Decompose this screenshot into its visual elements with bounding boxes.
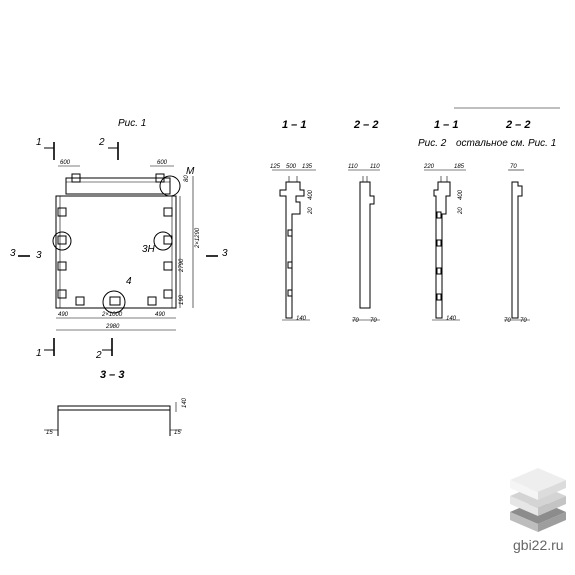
dim-600-left: 600: [60, 160, 71, 166]
section-2-2-fig2-drawing: 70 70 70: [504, 164, 530, 324]
section-1-1-title: 1 – 1: [282, 119, 306, 131]
s11-dim-400: 400: [308, 189, 314, 200]
s22-dim-110-left: 110: [348, 164, 358, 170]
section-mark-1-bottom: 1: [36, 348, 42, 359]
s11b-dim-20: 20: [458, 207, 464, 215]
dim-80: 80: [184, 175, 190, 182]
fig2-title: Рис. 2: [418, 138, 447, 149]
dim-2x1000: 2×1000: [101, 312, 123, 318]
section-1-1-drawing: 125 500 135 400 20 140: [270, 164, 316, 322]
callout-3h: 3H: [142, 244, 156, 255]
fig1-title: Рис. 1: [118, 118, 146, 129]
dim-140-33: 140: [182, 397, 188, 408]
dim-190: 190: [179, 294, 185, 305]
s22-dim-70-right: 70: [370, 318, 377, 324]
s11b-dim-220: 220: [423, 164, 435, 170]
callout-m: M: [186, 166, 195, 177]
section-1-1-fig2-title: 1 – 1: [434, 119, 458, 131]
section-3-3: 3 – 3 140 15 15: [44, 369, 188, 436]
s22b-dim-70-top: 70: [510, 164, 517, 170]
s22b-dim-70-right: 70: [520, 318, 527, 324]
dim-2790: 2790: [179, 258, 185, 273]
fig2-note: остальное см. Рис. 1: [456, 138, 556, 149]
callout-3: 3: [36, 250, 42, 261]
s11-dim-500: 500: [286, 164, 297, 170]
s11-dim-20: 20: [308, 207, 314, 215]
dim-490-left: 490: [58, 312, 69, 318]
section-mark-2-top: 2: [98, 137, 105, 148]
section-mark-2-bottom: 2: [95, 350, 102, 361]
s11-dim-140: 140: [296, 316, 307, 322]
s11b-dim-185: 185: [454, 164, 465, 170]
section-1-1-fig2-drawing: 220 185 400 20 140: [423, 164, 466, 322]
s22b-dim-70-left: 70: [504, 318, 511, 324]
gbi22-logo-icon: [510, 468, 566, 532]
s11b-dim-400: 400: [458, 189, 464, 200]
dim-600-right: 600: [157, 160, 168, 166]
dim-15-right: 15: [174, 430, 181, 436]
callout-4: 4: [126, 276, 132, 287]
section-2-2-title: 2 – 2: [353, 119, 378, 131]
s22-dim-70-left: 70: [352, 318, 359, 324]
section-2-2-fig2-title: 2 – 2: [505, 119, 530, 131]
section-mark-1-top: 1: [36, 137, 42, 148]
section-mark-3-left: 3: [10, 248, 16, 259]
dim-490-right: 490: [155, 312, 166, 318]
s11-dim-135: 135: [302, 164, 313, 170]
section-3-3-title: 3 – 3: [100, 369, 124, 381]
s11b-dim-140: 140: [446, 316, 457, 322]
dim-2980: 2980: [105, 324, 120, 330]
dim-15-left: 15: [46, 430, 53, 436]
section-mark-3-right: 3: [222, 248, 228, 259]
section-2-2-drawing: 110 110 70 70: [348, 164, 380, 324]
site-watermark[interactable]: gbi22.ru: [513, 537, 564, 553]
dim-2x1290: 2×1290: [195, 227, 201, 249]
s11-dim-125: 125: [270, 164, 281, 170]
s22-dim-110-right: 110: [370, 164, 380, 170]
fig1-plan: Рис. 1 1 2 600 600 80: [10, 118, 228, 361]
